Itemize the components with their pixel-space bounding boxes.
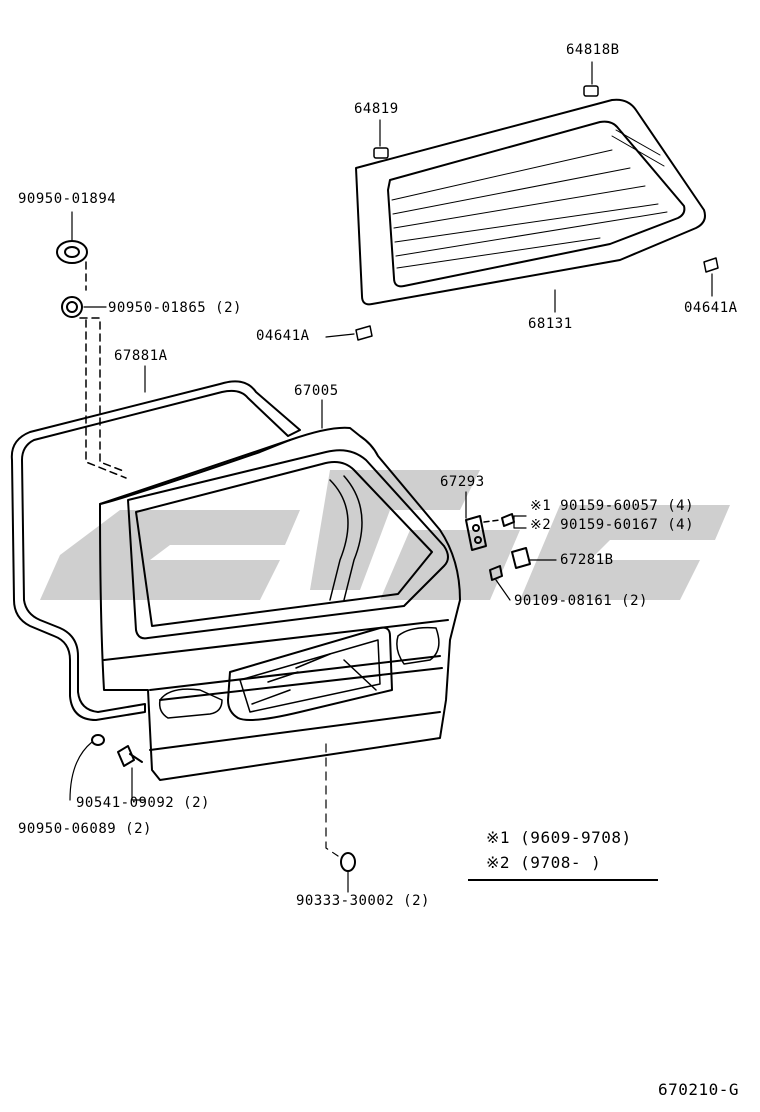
note-underline — [468, 879, 658, 881]
plug-90333-30002 — [340, 852, 356, 872]
label-90159-60167: ※2 90159-60167 (4) — [530, 517, 695, 533]
label-90109-08161: 90109-08161 (2) — [514, 593, 648, 609]
figure-id: 670210-G — [658, 1080, 740, 1099]
back-door-panel — [99, 426, 461, 781]
label-90950-06089: 90950-06089 (2) — [18, 821, 152, 837]
back-window-glass — [355, 98, 706, 306]
grommet-90950-01894 — [56, 240, 88, 264]
label-90541-09092: 90541-09092 (2) — [76, 795, 210, 811]
label-67293: 67293 — [440, 474, 485, 490]
note-2: ※2 (9708- ) — [486, 853, 602, 872]
clip-04641a-left — [355, 325, 373, 341]
label-04641a-right: 04641A — [684, 300, 738, 316]
label-04641a-left: 04641A — [256, 328, 310, 344]
grommet-90950-01865 — [61, 296, 83, 318]
label-90333-30002: 90333-30002 (2) — [296, 893, 430, 909]
label-67281b: 67281B — [560, 552, 614, 568]
clip-64818b — [583, 85, 599, 97]
note-1: ※1 (9609-9708) — [486, 828, 632, 847]
label-68131: 68131 — [528, 316, 573, 332]
label-90950-01865: 90950-01865 (2) — [108, 300, 242, 316]
bolt-90159 — [501, 513, 515, 527]
label-90950-01894: 90950-01894 — [18, 191, 117, 207]
label-64819: 64819 — [354, 101, 399, 117]
hinge-plate-67281b — [511, 547, 531, 569]
bolt-90109 — [489, 565, 503, 581]
label-90159-60057: ※1 90159-60057 (4) — [530, 498, 695, 514]
weatherstrip-67881a — [10, 380, 301, 721]
clip-64819 — [373, 147, 389, 159]
label-67881a: 67881A — [114, 348, 168, 364]
label-64818b: 64818B — [566, 42, 620, 58]
label-67005: 67005 — [294, 383, 339, 399]
clip-04641a-right — [703, 257, 719, 273]
hinge-67293 — [465, 515, 487, 551]
plug-90950-06089 — [91, 734, 105, 746]
screw-90541-09092 — [117, 745, 143, 767]
